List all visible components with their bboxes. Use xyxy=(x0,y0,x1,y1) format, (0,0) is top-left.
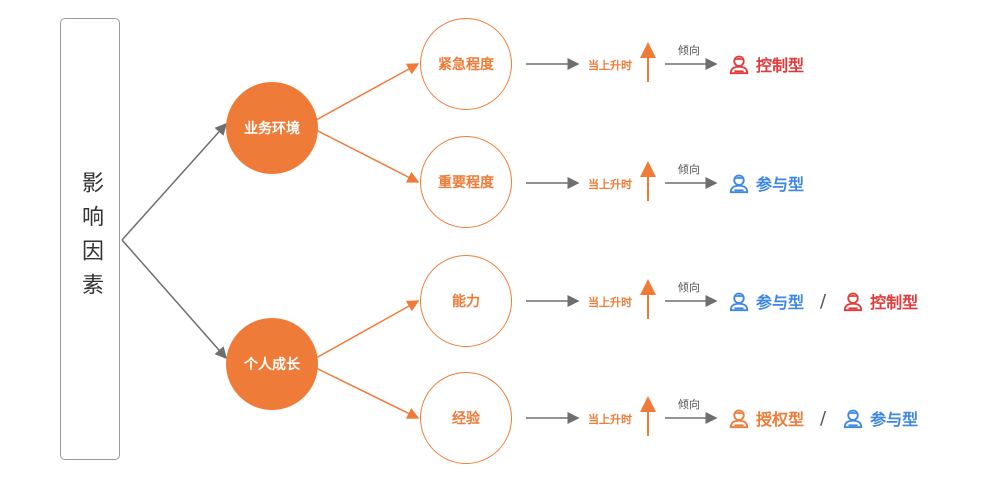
subfactor-label: 重要程度 xyxy=(438,175,494,191)
subfactor-node-urgency: 紧急程度 xyxy=(420,18,512,110)
subfactor-node-experience: 经验 xyxy=(420,372,512,464)
result-item: 参与型 xyxy=(842,406,918,430)
person-icon xyxy=(843,292,863,312)
rise-label: 当上升时 xyxy=(588,178,632,191)
result-item: 参与型 xyxy=(728,171,804,195)
connector-root-factor-2 xyxy=(121,239,227,360)
factor-node-growth: 个人成长 xyxy=(226,318,318,410)
person-icon xyxy=(843,409,863,429)
root-box: 影响因素 xyxy=(60,18,120,460)
lean-label: 倾向 xyxy=(678,281,700,294)
rise-label: 当上升时 xyxy=(588,296,632,309)
person-icon xyxy=(729,174,749,194)
result-item: 授权型 xyxy=(728,406,804,430)
result-group: 控制型 xyxy=(728,52,804,76)
subfactor-node-importance: 重要程度 xyxy=(420,136,512,228)
factor-node-business: 业务环境 xyxy=(226,82,318,174)
subfactor-node-ability: 能力 xyxy=(420,255,512,347)
subfactor-label: 经验 xyxy=(452,411,480,427)
connector-factor1-sub1 xyxy=(315,63,420,121)
result-item: 参与型 xyxy=(728,289,804,313)
factor-label: 业务环境 xyxy=(244,121,300,137)
lean-label: 倾向 xyxy=(678,44,700,57)
person-icon xyxy=(729,55,749,75)
connector-root-factor-1 xyxy=(121,122,228,241)
result-item: 控制型 xyxy=(842,289,918,313)
lean-label: 倾向 xyxy=(678,163,700,176)
result-group: 参与型 xyxy=(728,171,804,195)
rise-label: 当上升时 xyxy=(588,59,632,72)
subfactor-label: 能力 xyxy=(452,294,480,310)
result-label: 控制型 xyxy=(756,56,805,75)
result-group: 授权型 / 参与型 xyxy=(728,406,918,430)
result-label: 参与型 xyxy=(870,410,919,429)
root-label: 影响因素 xyxy=(78,171,103,307)
result-label: 参与型 xyxy=(756,175,805,194)
connector-factor2-sub4 xyxy=(315,367,420,419)
result-label: 参与型 xyxy=(756,293,805,312)
lean-label: 倾向 xyxy=(678,398,700,411)
factor-label: 个人成长 xyxy=(244,357,300,373)
connector-factor2-sub3 xyxy=(315,300,420,359)
result-label: 授权型 xyxy=(756,410,805,429)
result-separator: / xyxy=(820,290,827,312)
person-icon xyxy=(729,409,749,429)
subfactor-label: 紧急程度 xyxy=(438,57,494,73)
result-label: 控制型 xyxy=(870,293,919,312)
result-group: 参与型 / 控制型 xyxy=(728,289,918,313)
person-icon xyxy=(729,292,749,312)
connector-factor1-sub2 xyxy=(315,129,420,183)
rise-label: 当上升时 xyxy=(588,413,632,426)
result-item: 控制型 xyxy=(728,52,804,76)
result-separator: / xyxy=(820,407,827,429)
